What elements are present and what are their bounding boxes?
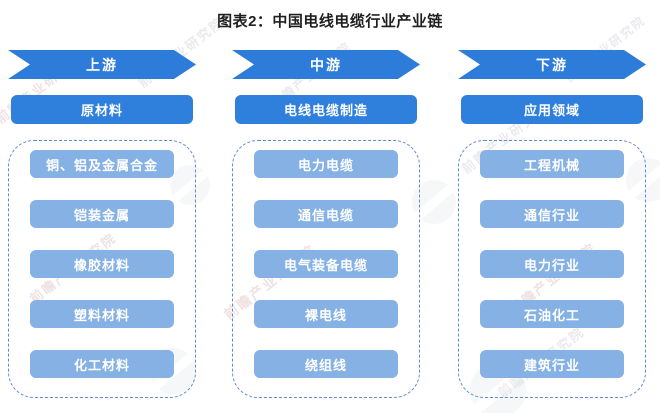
chain-item: 通信电缆 — [254, 200, 398, 228]
stage-label: 上游 — [86, 56, 118, 73]
chain-item-label: 橡胶材料 — [73, 257, 130, 273]
chain-item-label: 裸电线 — [304, 307, 347, 323]
category-box: 原材料 — [11, 95, 193, 124]
category-label: 原材料 — [80, 103, 123, 118]
chain-item: 建筑行业 — [480, 350, 624, 378]
chart-title: 图表2：中国电线电缆行业产业链 — [217, 13, 443, 30]
chain-item: 铠装金属 — [30, 200, 174, 228]
chain-column: 中游 电线电缆制造 电力电缆 通信电缆 电气装备电缆 裸电线 绕组线 — [232, 50, 420, 398]
category-label: 电线电缆制造 — [283, 103, 368, 118]
chain-item: 电力电缆 — [254, 150, 398, 178]
chain-item: 电力行业 — [480, 250, 624, 278]
stage-label: 下游 — [536, 56, 568, 73]
stage-arrow-banner: 上游 — [8, 50, 196, 79]
chain-item-label: 铜、铝及金属合金 — [45, 157, 158, 173]
items-container: 铜、铝及金属合金 铠装金属 橡胶材料 塑料材料 化工材料 — [8, 140, 196, 398]
chain-item-label: 塑料材料 — [73, 307, 130, 323]
chain-item: 工程机械 — [480, 150, 624, 178]
chain-item-label: 通信行业 — [523, 207, 580, 223]
items-container: 电力电缆 通信电缆 电气装备电缆 裸电线 绕组线 — [232, 140, 420, 398]
chain-item: 橡胶材料 — [30, 250, 174, 278]
stage-arrow-banner: 中游 — [232, 50, 420, 79]
chain-item-label: 电气装备电缆 — [283, 257, 368, 273]
chain-column: 上游 原材料 铜、铝及金属合金 铠装金属 橡胶材料 塑料材料 化工材料 — [8, 50, 196, 398]
chain-item-label: 建筑行业 — [523, 357, 580, 373]
stage-label: 中游 — [310, 56, 342, 73]
category-box: 电线电缆制造 — [235, 95, 417, 124]
chain-item-label: 铠装金属 — [73, 207, 130, 223]
chain-item-label: 电力电缆 — [297, 157, 354, 173]
chain-item: 绕组线 — [254, 350, 398, 378]
chain-item-label: 石油化工 — [523, 307, 580, 323]
category-label: 应用领域 — [523, 103, 580, 118]
chain-item-label: 绕组线 — [304, 357, 347, 373]
stage-arrow-banner: 下游 — [458, 50, 646, 79]
chain-item: 电气装备电缆 — [254, 250, 398, 278]
chain-item: 化工材料 — [30, 350, 174, 378]
chain-item-label: 电力行业 — [523, 257, 580, 273]
chain-item-label: 通信电缆 — [297, 207, 354, 223]
chain-item: 塑料材料 — [30, 300, 174, 328]
chain-item: 通信行业 — [480, 200, 624, 228]
chain-item-label: 化工材料 — [73, 357, 130, 373]
items-container: 工程机械 通信行业 电力行业 石油化工 建筑行业 — [458, 140, 646, 398]
chain-item: 铜、铝及金属合金 — [30, 150, 174, 178]
chain-columns: 上游 原材料 铜、铝及金属合金 铠装金属 橡胶材料 塑料材料 化工材料 中游 电… — [0, 50, 660, 400]
chain-column: 下游 应用领域 工程机械 通信行业 电力行业 石油化工 建筑行业 — [458, 50, 646, 398]
category-box: 应用领域 — [461, 95, 643, 124]
chain-item-label: 工程机械 — [523, 157, 580, 173]
chain-item: 石油化工 — [480, 300, 624, 328]
chain-item: 裸电线 — [254, 300, 398, 328]
